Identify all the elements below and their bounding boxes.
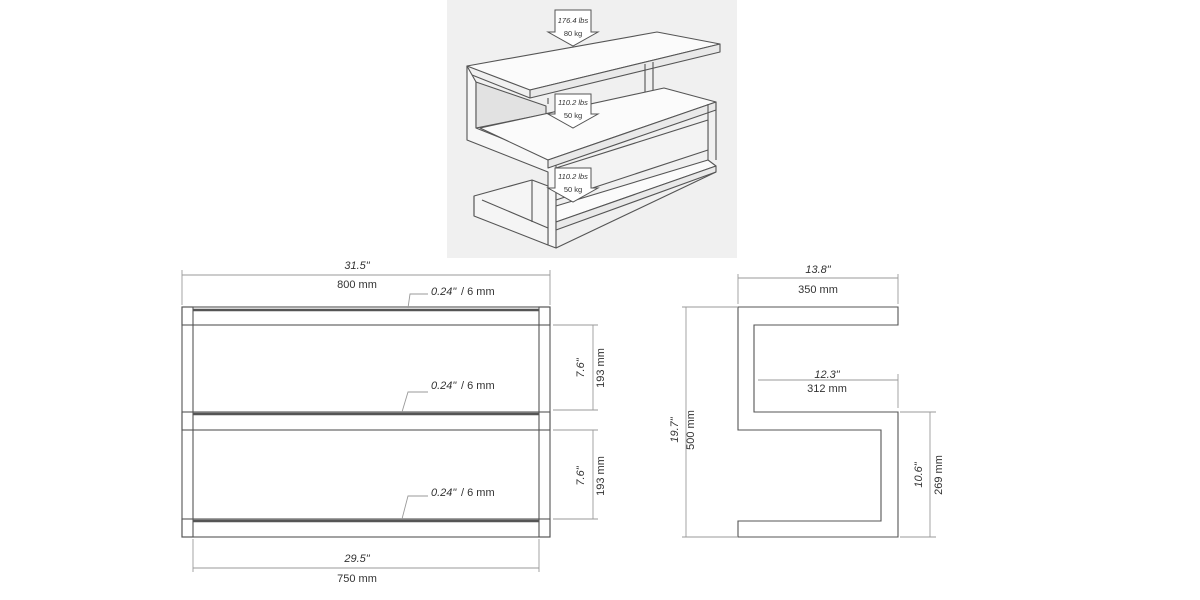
shelf-gap-upper-metric: 193 mm [595,348,607,388]
shelf-thickness-middle-imperial: 0.24" [431,380,457,392]
down-arrow-icon [546,9,600,47]
load-middle-metric: 50 kg [564,111,582,120]
load-bottom-metric: 50 kg [564,185,582,194]
overall-width-imperial: 31.5" [344,260,370,272]
shelf-thickness-top-imperial: 0.24" [431,286,457,298]
load-middle-imperial: 110.2 lbs [558,98,588,107]
front-view: 31.5" 800 mm 0.24" / 6 mm 0.24" / 6 mm 0… [181,260,607,585]
load-top-metric: 80 kg [564,29,582,38]
iso-rack-drawing [466,31,721,249]
shelf-thickness-middle-metric: / 6 mm [461,380,495,392]
shelf-thickness-bottom-imperial: 0.24" [431,487,457,499]
side-dimension-lines [682,274,936,538]
lower-height-metric: 269 mm [933,455,945,495]
height-imperial: 19.7" [669,416,681,442]
side-profile [737,306,899,538]
load-top-imperial: 176.4 lbs [558,16,589,25]
front-dimension-lines [181,270,598,572]
shelf-thickness-top-metric: / 6 mm [461,286,495,298]
shelf-gap-lower-imperial: 7.6" [575,465,587,485]
load-arrow-bottom: 110.2 lbs 50 kg [546,167,600,203]
depth-imperial: 13.8" [805,264,831,276]
height-metric: 500 mm [685,410,697,450]
inner-depth-imperial: 12.3" [814,369,840,381]
inner-width-metric: 750 mm [337,573,377,585]
lower-height-imperial: 10.6" [913,461,925,487]
down-arrow-icon [546,93,600,129]
down-arrow-icon [546,167,600,203]
front-outline [181,306,551,538]
inner-width-imperial: 29.5" [343,553,370,565]
depth-metric: 350 mm [798,284,838,296]
load-arrow-top: 176.4 lbs 80 kg [546,9,600,47]
load-bottom-imperial: 110.2 lbs [558,172,588,181]
shelf-gap-lower-metric: 193 mm [595,456,607,496]
isometric-view: 176.4 lbs 80 kg 110.2 lbs 50 kg 110.2 lb… [447,0,737,258]
shelf-gap-upper-imperial: 7.6" [575,357,587,377]
load-arrow-middle: 110.2 lbs 50 kg [546,93,600,129]
shelf-thickness-bottom-metric: / 6 mm [461,487,495,499]
inner-depth-metric: 312 mm [807,383,847,395]
overall-width-metric: 800 mm [337,279,377,291]
side-view: 13.8" 350 mm 12.3" 312 mm 19.7" 500 mm 1… [669,264,945,538]
